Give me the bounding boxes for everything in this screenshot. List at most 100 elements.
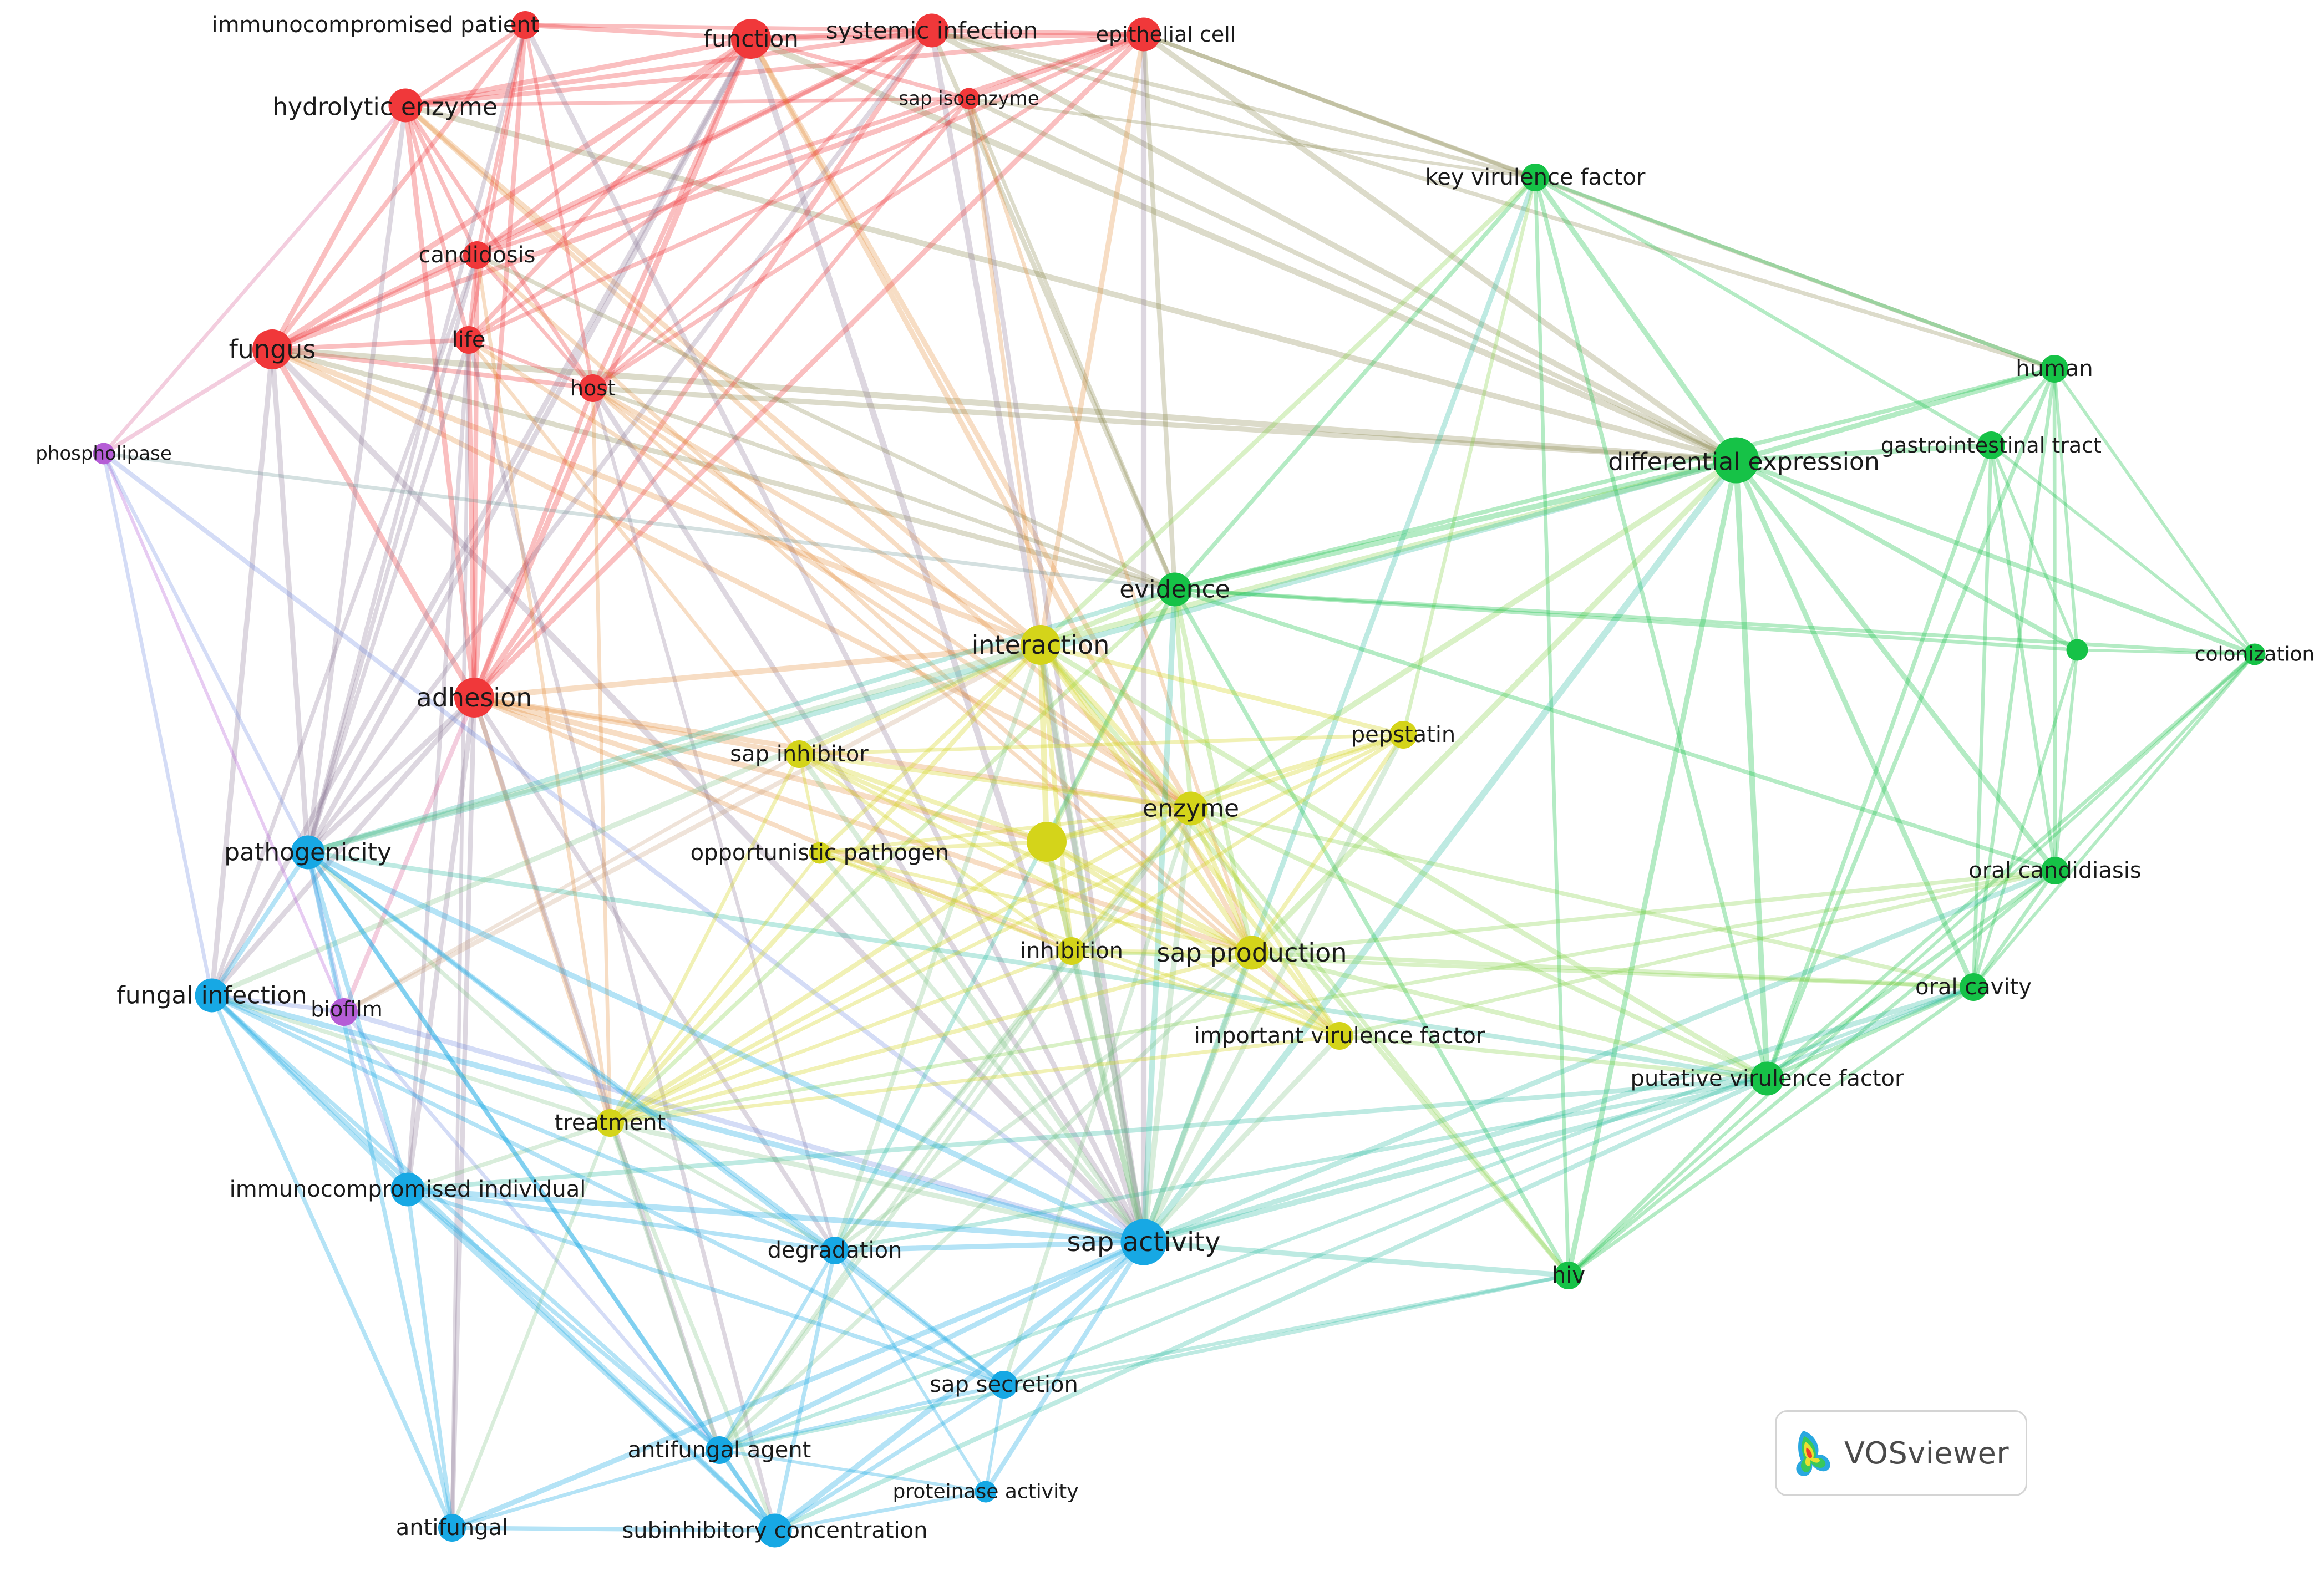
edge-treatment-immunocompromised_individual [405, 1121, 612, 1192]
node-evidence[interactable] [1158, 572, 1192, 607]
node-unlabeled-yellow[interactable] [1027, 822, 1067, 862]
edge-interaction-pepstatin [1038, 642, 1406, 738]
edge-function-sap_activity [748, 35, 1147, 1245]
edge-oral_candidiasis-sap_activity [1141, 868, 2058, 1245]
node-important-virulence-factor[interactable] [1326, 1022, 1353, 1050]
node-host[interactable] [579, 374, 607, 402]
node-differential-expression[interactable] [1713, 437, 1759, 484]
label-immunocompromised-individual: immunocompromised individual [230, 1177, 586, 1202]
node-candidosis[interactable] [463, 241, 491, 269]
node-systemic-infection[interactable] [915, 13, 949, 48]
node-sap-inhibitor[interactable] [785, 740, 813, 768]
label-immunocompromised-patient: immunocompromised patient [211, 12, 539, 38]
node-immunocompromised-individual[interactable] [390, 1172, 425, 1207]
edge-immunocompromised_individual-degradation [405, 1187, 837, 1253]
node-gastrointestinal-tract[interactable] [1977, 431, 2005, 459]
node-layer [93, 11, 2266, 1548]
label-treatment: treatment [555, 1110, 666, 1136]
edge-pathogenicity-fungal_infection [209, 850, 311, 998]
node-life[interactable] [455, 326, 483, 354]
node-degradation[interactable] [821, 1237, 849, 1264]
node-colonization[interactable] [2244, 643, 2266, 665]
edge-interaction-fungal_infection [209, 642, 1043, 998]
edge-inhibition-sap_production [1069, 949, 1254, 955]
edge-oral_cavity-enzyme [1189, 806, 1976, 989]
node-oral-candidiasis[interactable] [2041, 857, 2069, 884]
edge-inhibition-antifungal_agent [717, 949, 1074, 1452]
label-subinhibitory-concentration: subinhibitory concentration [622, 1518, 927, 1543]
edge-human-oral_candidiasis [2052, 367, 2057, 873]
edge-biofilm-sap_inhibitor [342, 752, 801, 1014]
node-inhibition[interactable] [1058, 937, 1085, 965]
label-pathogenicity: pathogenicity [224, 838, 392, 867]
edge-systemic_infection-key_virulence_factor [930, 28, 1538, 180]
node-sap-activity[interactable] [1120, 1219, 1167, 1265]
node-sap-secretion[interactable] [990, 1371, 1018, 1399]
node-oral-cavity[interactable] [1960, 973, 1987, 1001]
node-key-virulence-factor[interactable] [1521, 164, 1549, 191]
edge-colonization-hiv [1567, 653, 2256, 1277]
node-hydrolytic-enzyme[interactable] [388, 88, 423, 123]
label-evidence: evidence [1119, 576, 1230, 604]
edge-sap_isoenzyme-host [591, 97, 971, 390]
edge-host-enzyme [591, 386, 1193, 811]
node-putative-virulence-factor[interactable] [1750, 1061, 1784, 1096]
edge-putative_virulence_factor-sap_production [1249, 950, 1770, 1081]
node-fungus[interactable] [252, 329, 292, 369]
edge-evidence-oral_candidiasis [1173, 587, 2057, 873]
node-function[interactable] [731, 19, 771, 59]
node-immunocompromised-patient[interactable] [511, 11, 539, 39]
edge-hydrolytic_enzyme-pathogenicity [305, 103, 408, 855]
edge-key_virulence_factor-putative_virulence_factor [1533, 175, 1769, 1081]
edge-sap_inhibitor-unlabeled_yellow [796, 751, 1049, 845]
edge-opportunistic_pathogen-sap_activity [817, 850, 1146, 1245]
edge-epithelial_cell-candidosis [475, 32, 1146, 257]
node-phospholipase[interactable] [93, 443, 115, 465]
edge-systemic_infection-life [466, 28, 934, 342]
edge-fungus-pathogenicity [270, 347, 311, 855]
node-antifungal[interactable] [438, 1514, 466, 1542]
node-opportunistic-pathogen[interactable] [809, 842, 831, 864]
node-fungal-infection[interactable] [195, 978, 229, 1013]
node-human[interactable] [2041, 355, 2068, 383]
node-hiv[interactable] [1555, 1262, 1582, 1289]
node-biofilm[interactable] [330, 998, 358, 1026]
node-pathogenicity[interactable] [291, 835, 325, 870]
node-treatment[interactable] [596, 1109, 624, 1137]
edge-evidence-interaction [1038, 587, 1178, 648]
node-sap-production[interactable] [1235, 936, 1269, 970]
edge-opportunistic_pathogen-sap_production [818, 851, 1254, 955]
label-pepstatin: pepstatin [1351, 722, 1456, 748]
edge-gastrointestinal_tract-oral_cavity [1971, 443, 1993, 989]
edge-sap_inhibitor-sap_production [797, 752, 1254, 955]
edge-adhesion-unlabeled_yellow [471, 694, 1050, 845]
edge-key_virulence_factor-hiv [1533, 175, 1571, 1278]
label-key-virulence-factor: key virulence factor [1425, 165, 1646, 190]
edge-interaction-pathogenicity [305, 642, 1043, 855]
edge-pepstatin-treatment [608, 733, 1405, 1125]
edge-evidence-enzyme [1172, 587, 1194, 811]
edge-enzyme-important_virulence_factor [1189, 806, 1342, 1038]
edge-fungal_infection-degradation [210, 993, 837, 1253]
edge-host-sap_activity [590, 385, 1146, 1245]
node-epithelial-cell[interactable] [1127, 17, 1161, 52]
edge-immunocompromised_patient-sap_activity [522, 22, 1146, 1245]
node-adhesion[interactable] [454, 678, 494, 718]
edge-immunocompromised_patient-adhesion [471, 22, 528, 700]
node-antifungal-agent[interactable] [706, 1436, 733, 1464]
node-subinhibitory-concentration[interactable] [758, 1513, 792, 1548]
edge-differential_expression-interaction [1037, 457, 1739, 648]
edge-sap_activity-antifungal_agent [717, 1239, 1146, 1453]
edge-important_virulence_factor-sap_activity [1141, 1033, 1342, 1245]
edge-antifungal-subinhibitory_concentration [450, 1526, 777, 1533]
node-pepstatin[interactable] [1389, 721, 1417, 749]
node-unlabeled-green[interactable] [2066, 639, 2088, 661]
edge-antifungal_agent-proteinase_activity [718, 1448, 987, 1493]
edge-opportunistic_pathogen-treatment [608, 851, 821, 1125]
node-enzyme[interactable] [1174, 791, 1208, 826]
edge-fungus-candidosis [270, 252, 480, 352]
edge-evidence-treatment [608, 587, 1177, 1125]
node-sap-isoenzyme[interactable] [958, 88, 980, 110]
node-proteinase-activity[interactable] [975, 1481, 997, 1503]
node-interaction[interactable] [1021, 625, 1060, 665]
